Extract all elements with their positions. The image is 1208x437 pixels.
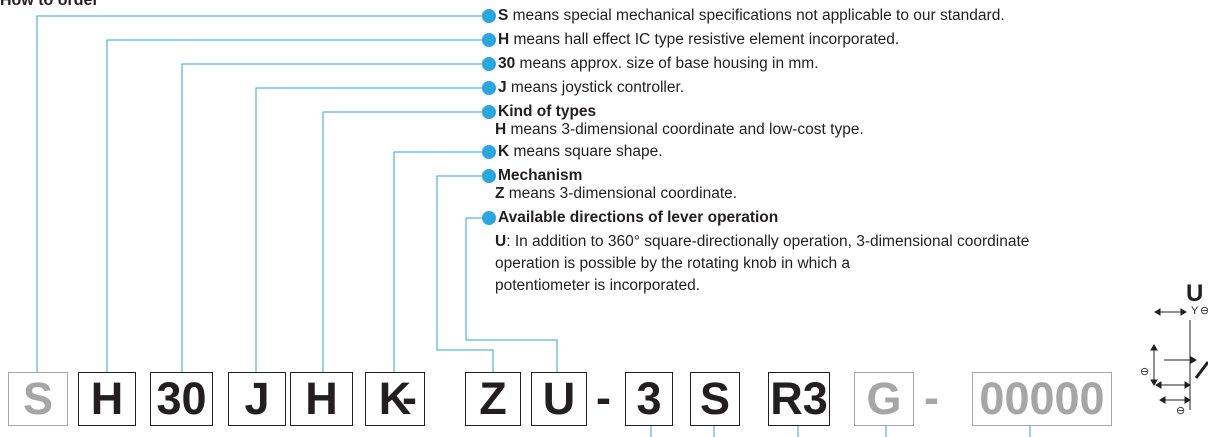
connector-line — [181, 63, 482, 372]
code-box: H — [78, 372, 136, 426]
bullet-dot — [482, 211, 496, 225]
description-text: means joystick controller. — [506, 79, 685, 96]
description-key: K — [498, 143, 510, 160]
description-item: S means special mechanical specification… — [498, 7, 1005, 25]
description-key: H — [498, 31, 510, 48]
connector-line — [393, 151, 482, 372]
sub-directions-1: U: In addition to 360° square-directiona… — [495, 233, 1030, 250]
code-box: H — [290, 372, 353, 426]
bullet-dot — [482, 81, 496, 95]
code-box: S — [690, 372, 740, 426]
connector-line — [106, 39, 482, 372]
description-key: J — [498, 79, 507, 96]
description-item: J means joystick controller. — [498, 79, 684, 97]
diagram-minus-left: ⊖ — [1140, 366, 1150, 378]
code-separator: - — [402, 372, 417, 423]
code-box: 00000 — [972, 372, 1112, 426]
diagram-minus-top: ⊖ — [1200, 305, 1208, 317]
sub-directions-2: operation is possible by the rotating kn… — [495, 255, 850, 272]
code-box: S — [8, 372, 68, 426]
code-separator: - — [596, 372, 611, 423]
sub-directions-3: potentiometer is incorporated. — [495, 277, 701, 294]
description-text: means approx. size of base housing in mm… — [515, 55, 819, 72]
description-key: Mechanism — [498, 167, 583, 184]
description-item: Kind of types — [498, 103, 596, 121]
connector-line — [465, 217, 558, 372]
description-item: K means square shape. — [498, 143, 663, 161]
description-text: means hall effect IC type resistive elem… — [509, 31, 900, 48]
description-text: means square shape. — [509, 143, 663, 160]
description-key: 30 — [498, 55, 516, 72]
header-partial: How to order — [0, 0, 99, 9]
bullet-dot — [482, 105, 496, 119]
code-box: Z — [465, 372, 521, 426]
code-separator: - — [924, 372, 939, 423]
code-box: U — [531, 372, 587, 426]
diagram-axis-y: Y — [1191, 305, 1199, 317]
connector-line — [255, 87, 482, 372]
sub-types: H means 3-dimensional coordinate and low… — [495, 121, 864, 138]
sub-mechanism: Z means 3-dimensional coordinate. — [495, 185, 738, 202]
description-key: Available directions of lever operation — [498, 209, 779, 226]
bullet-dot — [482, 145, 496, 159]
code-box: 30 — [150, 372, 213, 426]
connector-line — [436, 175, 494, 372]
diagram-minus-bottom: ⊖ — [1176, 405, 1186, 417]
code-box: 3 — [625, 372, 673, 426]
description-text: means special mechanical specifications … — [508, 7, 1005, 24]
code-box: J — [228, 372, 286, 426]
description-key: S — [498, 7, 509, 24]
diagram-title: U — [1186, 280, 1204, 307]
description-item: Available directions of lever operation — [498, 209, 778, 227]
bullet-dot — [482, 9, 496, 23]
description-key: Kind of types — [498, 103, 597, 120]
description-item: H means hall effect IC type resistive el… — [498, 31, 899, 49]
connector-line — [36, 15, 482, 372]
bullet-dot — [482, 57, 496, 71]
bullet-dot — [482, 33, 496, 47]
description-item: Mechanism — [498, 167, 582, 185]
description-item: 30 means approx. size of base housing in… — [498, 55, 819, 73]
connector-line — [322, 111, 482, 372]
bullet-dot — [482, 169, 496, 183]
diagram-arrows — [1150, 308, 1208, 410]
code-box: G — [854, 372, 914, 426]
code-box: K — [365, 372, 425, 426]
code-box: R3 — [768, 372, 830, 426]
